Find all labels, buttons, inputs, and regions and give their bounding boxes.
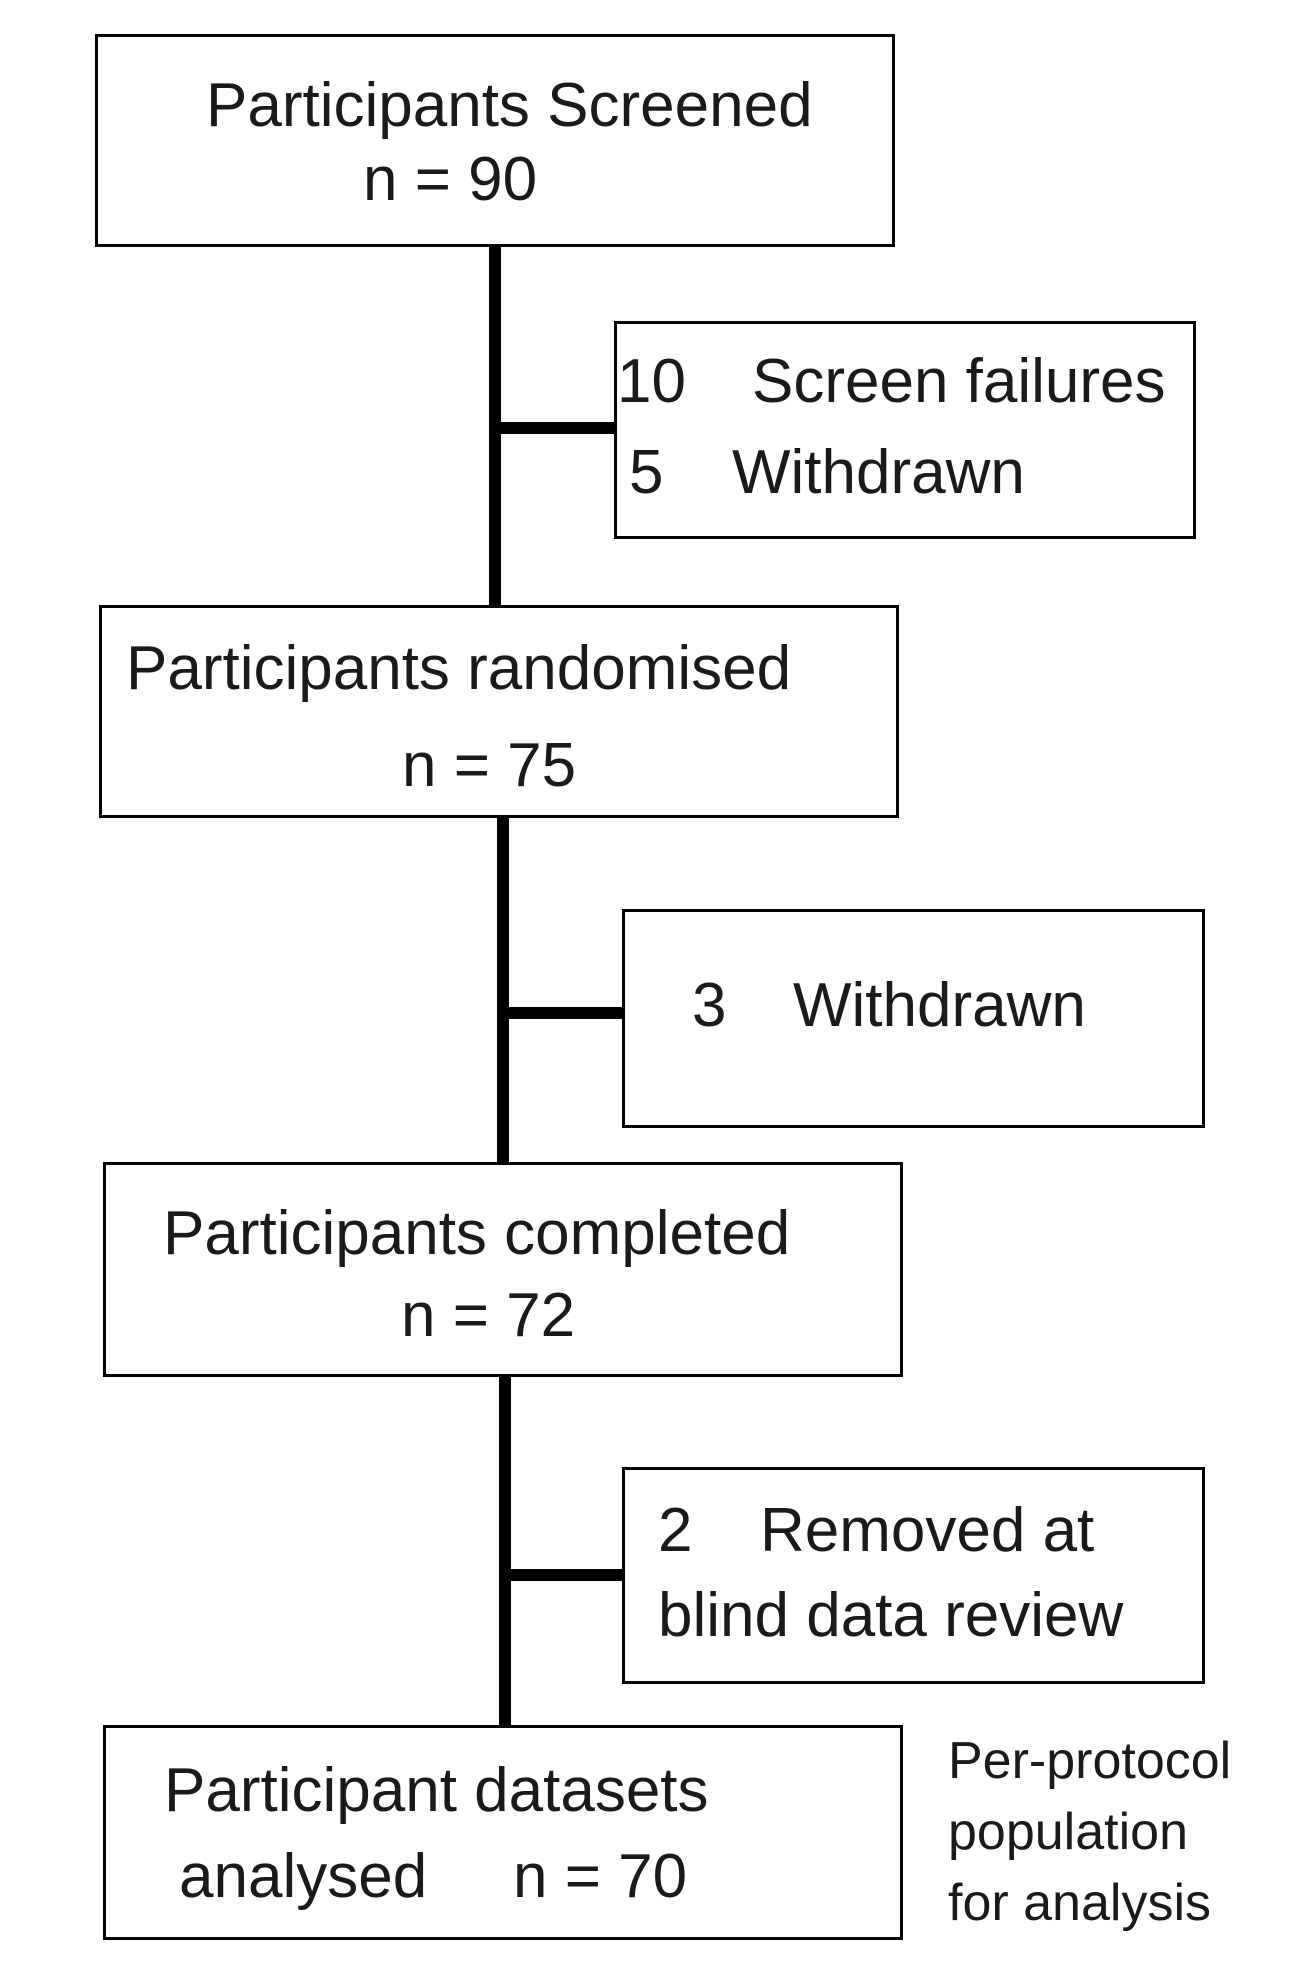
exclusion-1-row2-count: 5 xyxy=(629,438,664,507)
exclusion-3-reason-line2: blind data review xyxy=(658,1581,1124,1650)
completed-box: Participants completed n = 72 xyxy=(103,1162,903,1377)
per-protocol-note-line3: for analysis xyxy=(948,1874,1211,1932)
screened-label: Participants Screened xyxy=(206,71,813,140)
analysed-label-line2: analysed xyxy=(179,1842,428,1911)
exclusion-box-1: 10 Screen failures 5 Withdrawn xyxy=(614,321,1196,539)
exclusion-2-count: 3 xyxy=(692,971,727,1040)
connector-randomised-completed xyxy=(497,816,509,1174)
branch-exclusion-1 xyxy=(495,422,615,434)
randomised-count: n = 75 xyxy=(402,731,577,800)
exclusion-1-row1-reason: Screen failures xyxy=(752,347,1166,416)
analysed-label-line1: Participant datasets xyxy=(164,1756,709,1825)
branch-exclusion-3 xyxy=(505,1569,623,1581)
exclusion-1-row2-reason: Withdrawn xyxy=(732,438,1025,507)
per-protocol-note-line1: Per-protocol xyxy=(948,1732,1232,1790)
exclusion-3-count: 2 xyxy=(658,1496,693,1565)
per-protocol-note-line2: population xyxy=(948,1803,1188,1861)
screened-box: Participants Screened n = 90 xyxy=(95,34,895,247)
completed-label: Participants completed xyxy=(163,1199,791,1268)
randomised-label: Participants randomised xyxy=(126,634,792,703)
exclusion-3-reason-line1: Removed at xyxy=(760,1496,1095,1565)
randomised-box: Participants randomised n = 75 xyxy=(99,605,899,818)
analysed-count: n = 70 xyxy=(513,1842,688,1911)
exclusion-box-3: 2 Removed at blind data review xyxy=(622,1467,1205,1684)
analysed-box: Participant datasets analysed n = 70 xyxy=(103,1725,903,1940)
exclusion-1-row1-count: 10 xyxy=(617,347,686,416)
branch-exclusion-2 xyxy=(503,1007,623,1019)
exclusion-box-2: 3 Withdrawn xyxy=(622,909,1205,1128)
screened-count: n = 90 xyxy=(363,145,538,214)
exclusion-2-reason: Withdrawn xyxy=(793,971,1086,1040)
connector-completed-analysed xyxy=(499,1374,511,1729)
completed-count: n = 72 xyxy=(401,1281,576,1350)
